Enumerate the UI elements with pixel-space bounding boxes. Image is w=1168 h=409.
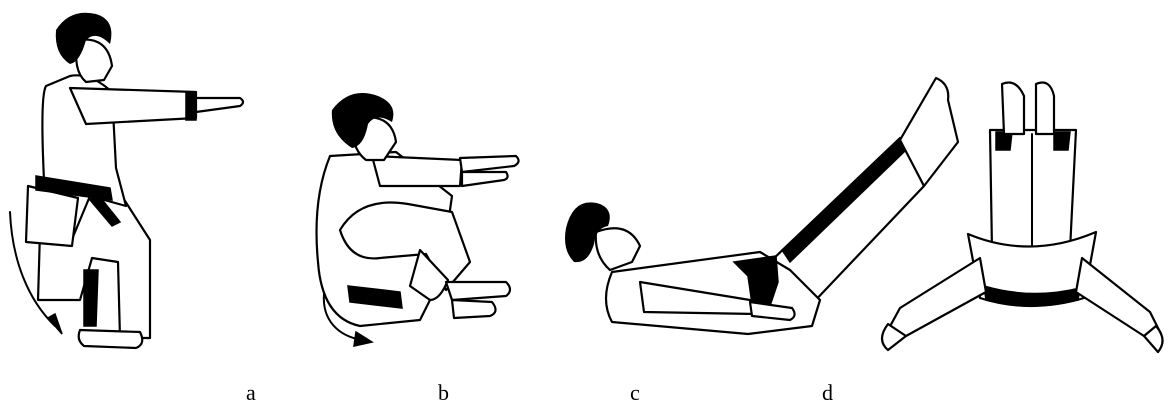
panel-label-b: b — [438, 382, 449, 404]
figure-c-lying-side — [565, 78, 958, 334]
panel-label-a: a — [246, 382, 256, 404]
figure-b-roll — [317, 93, 519, 346]
panel-label-d: d — [822, 382, 833, 404]
figure-a-squat — [10, 13, 243, 348]
panel-label-c: c — [630, 382, 640, 404]
